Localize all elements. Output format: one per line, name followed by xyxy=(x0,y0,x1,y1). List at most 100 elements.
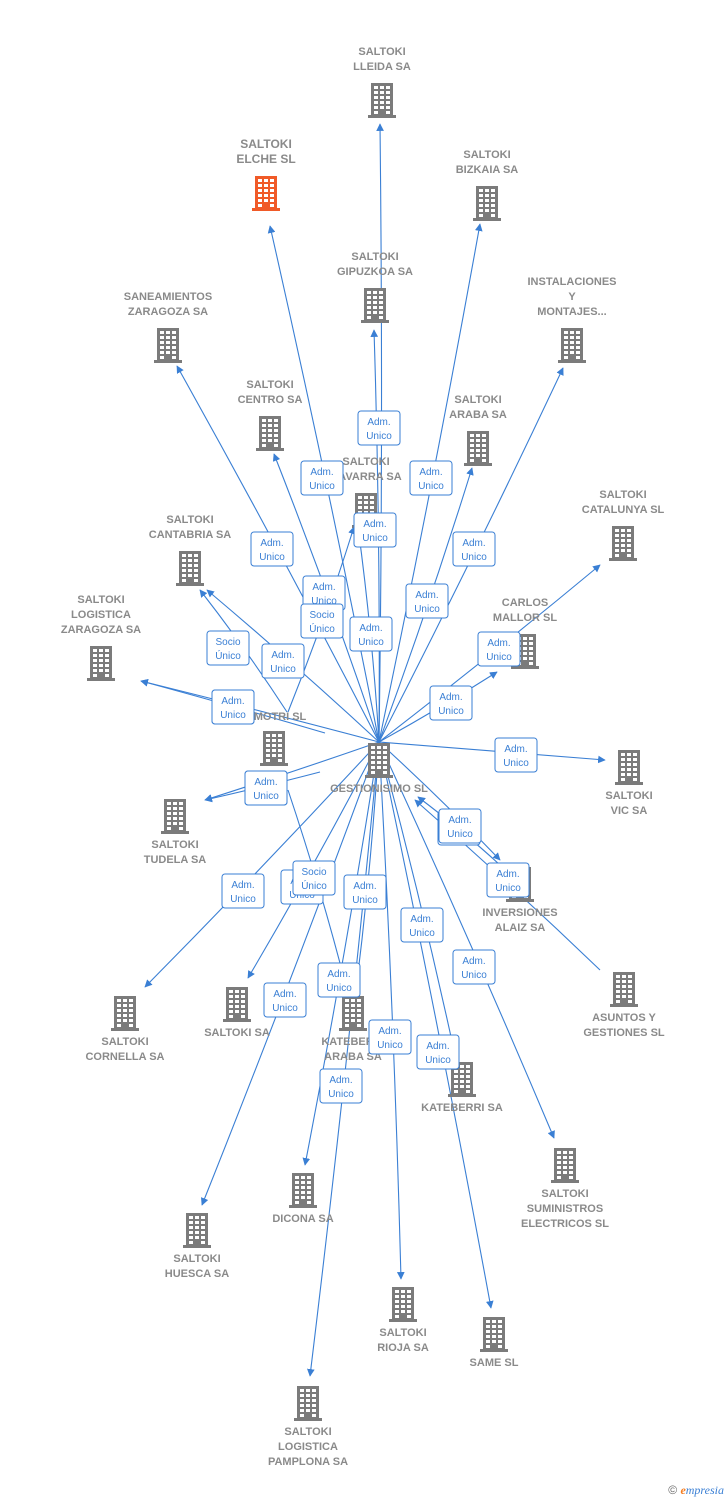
edge-label-line: Unico xyxy=(259,552,285,563)
building-icon xyxy=(389,1287,417,1322)
edge-label-asuntos-to-gestionisimo[interactable]: Adm.Unico xyxy=(486,862,530,898)
edge-gestionisimo-to-rioja xyxy=(378,741,405,1280)
node-label: KATEBERRI SA xyxy=(421,1102,503,1114)
edge-label-gestionisimo-to-carlos[interactable]: Adm.Unico xyxy=(429,685,473,721)
edge-label-gestionisimo-to-bizkaia[interactable]: Adm.Unico xyxy=(409,460,453,496)
edge-gestionisimo-to-dicona xyxy=(302,741,380,1166)
node-catalunya[interactable]: SALTOKI CATALUNYA SL xyxy=(582,489,665,561)
edge-label-gestionisimo-to-kateberri[interactable]: Adm.Unico xyxy=(400,907,444,943)
edge-label-gestionisimo-to-cantabria[interactable]: Adm. Unico xyxy=(261,643,305,679)
node-label: SALTOKI xyxy=(379,1327,426,1339)
edge-label-gestionisimo-to-logpamplona[interactable]: Adm.Unico xyxy=(319,1068,363,1104)
edge-label-inversiones-to-gestionisimo[interactable]: Adm.Unico xyxy=(438,808,482,844)
node-gestionisimo[interactable]: GESTIONISIMO SL xyxy=(330,743,428,795)
node-label: TUDELA SA xyxy=(144,854,207,866)
node-kateberri[interactable]: KATEBERRI SA xyxy=(421,1062,503,1114)
edge-label-gestionisimo-to-gipuzkoa[interactable]: Adm.Unico xyxy=(353,512,397,548)
edge-label-gestionisimo-to-cornella[interactable]: Adm.Unico xyxy=(221,873,265,909)
node-label: MOTRI SL xyxy=(254,711,307,723)
node-label: RIOJA SA xyxy=(377,1342,429,1354)
node-same[interactable]: SAME SL xyxy=(470,1317,519,1369)
edge-label-line: Unico xyxy=(377,1040,403,1051)
edge-label-line: Unico xyxy=(503,758,529,769)
edge-gestionisimo-to-kateberri xyxy=(378,741,458,1056)
edge-label-gestionisimo-to-vic[interactable]: Adm.Unico xyxy=(494,737,538,773)
edge-label-line: Único xyxy=(215,649,241,662)
edge-label-gestionisimo-to-saneamientos[interactable]: Adm.Unico xyxy=(250,531,294,567)
node-saltokisa[interactable]: SALTOKI SA xyxy=(204,987,270,1039)
edge-gestionisimo-to-vic xyxy=(378,741,606,764)
empresia-logo[interactable]: empresia xyxy=(680,1483,724,1497)
node-label: MALLOR SL xyxy=(493,612,557,624)
edge-label-gestionisimo-to-dicona[interactable]: Adm.Unico xyxy=(317,962,361,998)
node-label: ELCHE SL xyxy=(236,152,295,166)
edge-label-line: Adm. xyxy=(367,417,390,428)
building-icon xyxy=(615,750,643,785)
node-rioja[interactable]: SALTOKI RIOJA SA xyxy=(377,1287,429,1354)
edge-label-line: Unico xyxy=(495,883,521,894)
edge-label-gestionisimo-to-elche[interactable]: Adm.Unico xyxy=(300,460,344,496)
edge-label-gestionisimo-to-navarra[interactable]: Adm.Unico xyxy=(349,616,393,652)
edge-label-line: Unico xyxy=(418,481,444,492)
node-dicona[interactable]: DICONA SA xyxy=(272,1173,334,1225)
edge-label-line: Adm. xyxy=(363,519,386,530)
footer-credit: © empresia xyxy=(668,1483,724,1498)
edge-label-gestionisimo-to-kateberriaraba[interactable]: Adm.Unico xyxy=(343,874,387,910)
building-icon xyxy=(111,996,139,1031)
building-icon xyxy=(183,1213,211,1248)
edge-label-gestionisimo-to-araba[interactable]: Adm.Unico xyxy=(405,583,449,619)
edge-label-gestionisimo-to-catalunya[interactable]: Adm.Unico xyxy=(477,631,521,667)
edge-label-motri-to-logzaragoza[interactable]: Adm.Unico xyxy=(211,689,255,725)
edge-label-line: Unico xyxy=(461,552,487,563)
edge-label-line: Adm. xyxy=(231,880,254,891)
edge-label-motri-to-tudela[interactable]: Adm.Unico xyxy=(244,770,288,806)
node-label: Y xyxy=(568,291,576,303)
node-label: ARABA SA xyxy=(449,409,507,421)
edge-label-gestionisimo-to-rioja[interactable]: Adm.Unico xyxy=(368,1019,412,1055)
node-label: GESTIONES SL xyxy=(583,1027,665,1039)
node-label: CATALUNYA SL xyxy=(582,504,665,516)
node-label: SALTOKI xyxy=(599,489,646,501)
node-instalaciones[interactable]: INSTALACIONESYMONTAJES... xyxy=(527,276,617,363)
edge-label-gestionisimo-to-same[interactable]: Adm.Unico xyxy=(416,1034,460,1070)
edge-label-gestionisimo-to-instalaciones[interactable]: Adm.Unico xyxy=(452,531,496,567)
node-label: SALTOKI SA xyxy=(204,1027,270,1039)
node-motri[interactable]: MOTRI SL xyxy=(254,711,307,766)
edge-label-line: Unico xyxy=(461,970,487,981)
edge-label-line: Unico xyxy=(409,928,435,939)
edge-label-line: Unico xyxy=(270,664,296,675)
edge-label-line: Unico xyxy=(414,604,440,615)
node-label: SALTOKI xyxy=(284,1426,331,1438)
edge-label-gestionisimo-to-suministros[interactable]: Adm.Unico xyxy=(452,949,496,985)
edge-label-line: Adm. xyxy=(271,650,294,661)
building-icon xyxy=(256,416,284,451)
node-label: ARABA SA xyxy=(324,1051,382,1063)
edge-label-gestionisimo-to-huesca[interactable]: Adm.Unico xyxy=(263,982,307,1018)
edge-label-gestionisimo-to-lleida[interactable]: Adm.Unico xyxy=(357,410,401,446)
edge-label-line: Socio xyxy=(309,610,334,621)
building-icon xyxy=(294,1386,322,1421)
edge-label-line: Adm. xyxy=(329,1075,352,1086)
edge-label-line: Socio xyxy=(301,867,326,878)
